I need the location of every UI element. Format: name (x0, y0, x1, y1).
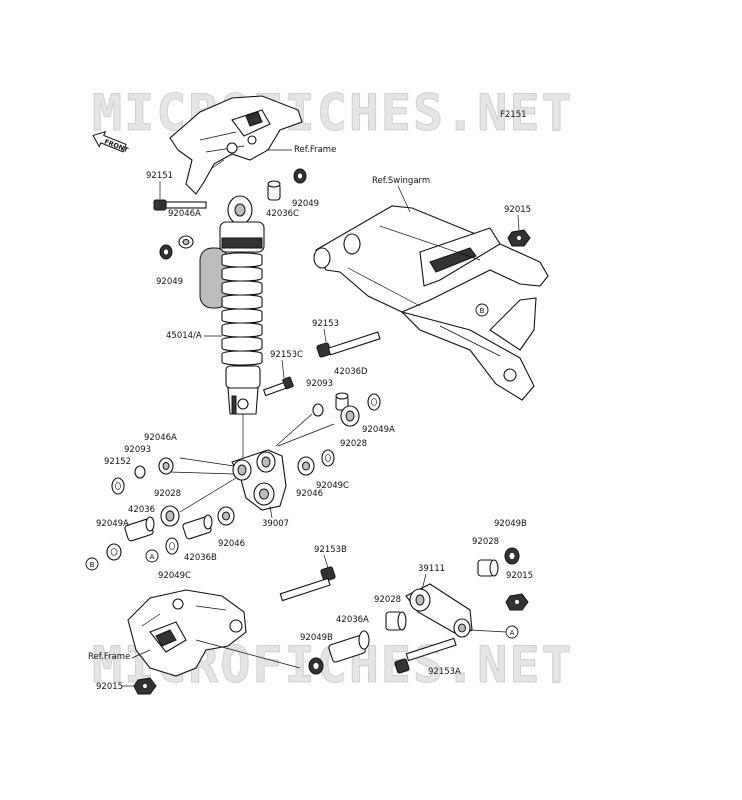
figure-code: F2151 (500, 110, 527, 120)
seal-92049-left (159, 244, 173, 260)
seal-92049b-low (308, 657, 324, 675)
label-92046-mid: 92046 (296, 489, 323, 499)
bearing-92028-right (477, 559, 499, 577)
callout-a-text-2: A (510, 629, 515, 637)
label-92028-right: 92028 (472, 537, 499, 547)
label-42036a: 42036A (336, 615, 369, 625)
label-92049a-mid: 92049A (362, 425, 395, 435)
bearing-92028-low (385, 611, 407, 631)
label-92153c: 92153C (270, 350, 303, 360)
seal-92049c-mid (321, 449, 335, 467)
callout-b-swingarm: B (475, 303, 489, 317)
nut-92015-top (507, 229, 531, 247)
frame-bottom-mount (127, 589, 247, 677)
label-42036d: 42036D (334, 367, 368, 377)
seal-92049a-left (106, 543, 122, 561)
label-39007: 39007 (262, 519, 289, 529)
label-92049-left: 92049 (156, 277, 183, 287)
ref-frame-top: Ref.Frame (294, 145, 336, 155)
callout-a-text-1: A (150, 553, 155, 561)
washer-92093-mid (312, 403, 324, 417)
label-92049c-low: 92049C (158, 571, 191, 581)
label-42036-left: 42036 (128, 505, 155, 515)
label-92049a-left: 92049A (96, 519, 129, 529)
label-92028-left: 92028 (154, 489, 181, 499)
seal-92049a-mid (367, 393, 381, 411)
label-92046a-top: 92046A (168, 209, 201, 219)
label-92015-right: 92015 (506, 571, 533, 581)
swingarm (313, 205, 549, 401)
label-92046-low: 92046 (218, 539, 245, 549)
label-92093-mid: 92093 (306, 379, 333, 389)
label-92028-mid: 92028 (340, 439, 367, 449)
ref-swingarm: Ref.Swingarm (372, 176, 430, 186)
collar-92046-low (217, 506, 235, 526)
label-39111: 39111 (418, 564, 445, 574)
collar-42036b (182, 514, 213, 540)
collar-92046-mid (297, 456, 315, 476)
label-92151: 92151 (146, 171, 173, 181)
seal-92049-top (293, 168, 307, 184)
seal-92152 (111, 477, 125, 495)
label-92028-low: 92028 (374, 595, 401, 605)
label-92093-left: 92093 (124, 445, 151, 455)
callout-b-left: B (85, 557, 99, 571)
label-45014a: 45014/A (166, 331, 202, 341)
bolt-92153c (262, 376, 294, 397)
seal-92049c-low (165, 537, 179, 555)
bearing-92028-mid (340, 405, 360, 427)
callout-a-right: A (505, 625, 519, 639)
label-92049b-right: 92049B (494, 519, 527, 529)
washer-92093-left (134, 465, 146, 479)
bolt-92153a (394, 637, 457, 674)
collar-42036a (328, 630, 370, 663)
label-92153: 92153 (312, 319, 339, 329)
tie-rod-39111 (405, 583, 473, 638)
bearing-92028-left (160, 505, 180, 527)
label-92049b-low: 92049B (300, 633, 333, 643)
collar-92046a-left (158, 457, 174, 475)
collar-42036 (124, 516, 155, 542)
watermark-top: MICROFICHES.NET (92, 84, 574, 142)
label-92152: 92152 (104, 457, 131, 467)
label-92015-top: 92015 (504, 205, 531, 215)
label-42036b: 42036B (184, 553, 217, 563)
label-92049-top: 92049 (292, 199, 319, 209)
collar-42036c (267, 180, 281, 201)
ref-frame-bottom: Ref.Frame (88, 652, 130, 662)
bolt-92153 (316, 331, 381, 358)
seal-92049b-right (504, 547, 520, 565)
collar-92046a-top (178, 235, 194, 249)
label-92049c-mid: 92049C (316, 481, 349, 491)
shock-absorber-45014a (199, 195, 265, 415)
label-92153a: 92153A (428, 667, 461, 677)
label-42036c: 42036C (266, 209, 299, 219)
collar-42036d (335, 392, 349, 411)
label-92015-low: 92015 (96, 682, 123, 692)
frame-top-mount (169, 95, 303, 195)
callout-b-text-1: B (480, 307, 485, 315)
bolt-92151 (153, 199, 207, 211)
rocker-arm-39007 (231, 449, 287, 511)
label-92153b: 92153B (314, 545, 347, 555)
label-92046a-left: 92046A (144, 433, 177, 443)
callout-b-text-2: B (90, 561, 95, 569)
bolt-92153b (279, 566, 336, 602)
nut-92015-right (505, 593, 529, 611)
callout-a-left: A (145, 549, 159, 563)
